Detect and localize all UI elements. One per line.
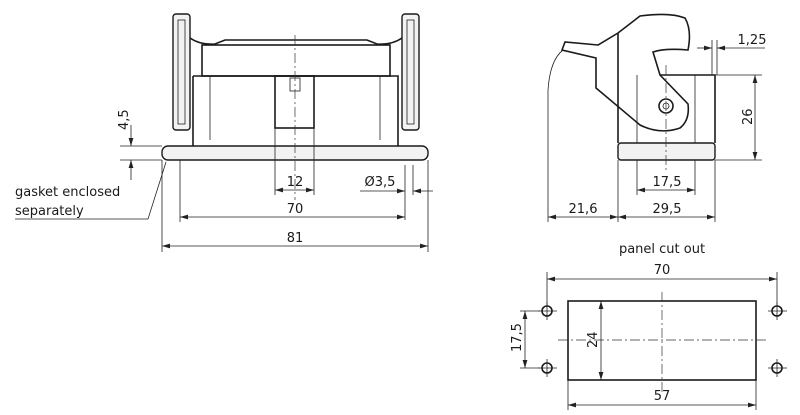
housing-lower xyxy=(192,75,399,146)
dim-overall-width: 81 xyxy=(287,231,304,246)
side-view: 17,5 21,6 29,5 26 1,25 xyxy=(547,13,767,222)
dim-center-block: 12 xyxy=(287,175,304,190)
locking-lever xyxy=(560,13,691,132)
panel-cutout: panel cut out 70 17,5 24 57 xyxy=(510,242,787,410)
right-lever xyxy=(401,13,420,131)
dim-hole-diameter: Ø3,5 xyxy=(365,175,396,190)
panel-cutout-title: panel cut out xyxy=(619,242,705,257)
gasket-note-line1: gasket enclosed xyxy=(15,185,120,200)
dim-flange-height: 4,5 xyxy=(117,109,132,130)
dim-hole-spacing-y: 17,5 xyxy=(510,323,525,352)
dim-lever: 21,6 xyxy=(569,202,598,217)
mounting-holes xyxy=(538,302,787,377)
left-lever xyxy=(172,13,191,131)
dim-inner: 17,5 xyxy=(653,175,682,190)
dim-cutout-height: 24 xyxy=(586,331,601,348)
side-flange xyxy=(617,142,716,161)
dim-height: 26 xyxy=(741,108,756,125)
pivot-screw xyxy=(658,98,674,114)
gasket-note-line2: separately xyxy=(15,204,84,219)
dim-cutout-width: 57 xyxy=(654,389,671,404)
dim-offset: 1,25 xyxy=(738,33,767,48)
dim-depth: 29,5 xyxy=(653,202,682,217)
dim-hole-spacing-x: 70 xyxy=(654,263,671,278)
center-block xyxy=(274,75,315,129)
housing-upper xyxy=(201,44,391,77)
housing-top xyxy=(189,37,403,45)
front-view: 4,5 12 Ø3,5 70 81 gasket enclosed separa… xyxy=(15,13,433,252)
dim-hole-spacing: 70 xyxy=(287,202,304,217)
